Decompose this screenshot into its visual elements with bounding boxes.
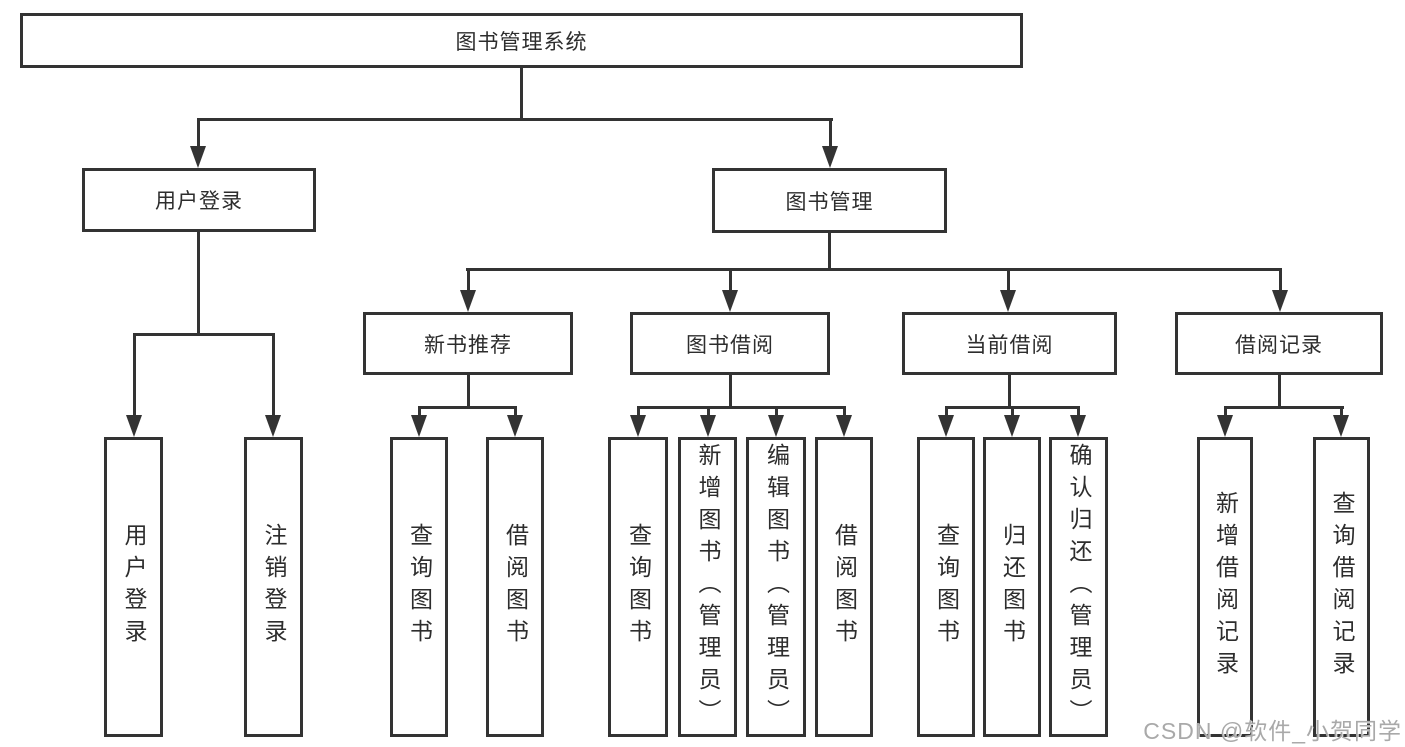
leaf-add-book-admin: 新增图书（管理员） bbox=[678, 437, 737, 737]
connector-group4-stem bbox=[1278, 373, 1281, 409]
arrow-to-current-borrow bbox=[1000, 270, 1016, 312]
node-root: 图书管理系统 bbox=[20, 13, 1023, 68]
connector-user-login-stem bbox=[197, 230, 200, 336]
leaf-confirm-return-admin-label: 确认归还（管理员） bbox=[1066, 443, 1092, 731]
leaf-borrow-books-2-label: 借阅图书 bbox=[831, 523, 858, 651]
node-book-management-label: 图书管理 bbox=[785, 190, 874, 214]
arrow-group2-leaf1 bbox=[630, 408, 646, 437]
leaf-edit-book-admin: 编辑图书（管理员） bbox=[746, 437, 806, 737]
leaf-add-borrow-record: 新增借阅记录 bbox=[1197, 437, 1253, 737]
leaf-confirm-return-admin: 确认归还（管理员） bbox=[1049, 437, 1108, 737]
connector-group3-rail bbox=[945, 406, 1080, 409]
leaf-edit-book-admin-label: 编辑图书（管理员） bbox=[763, 443, 790, 731]
connector-group3-stem bbox=[1008, 373, 1011, 409]
leaf-query-books-1-label: 查询图书 bbox=[406, 523, 433, 651]
connector-level2-rail bbox=[197, 118, 833, 121]
connector-group1-stem bbox=[467, 373, 470, 409]
arrow-group3-leaf2 bbox=[1004, 408, 1020, 437]
leaf-query-books-2: 查询图书 bbox=[608, 437, 668, 737]
leaf-borrow-books-1: 借阅图书 bbox=[486, 437, 544, 737]
connector-group1-rail bbox=[418, 406, 517, 409]
leaf-query-borrow-record: 查询借阅记录 bbox=[1313, 437, 1370, 737]
node-user-login-label: 用户登录 bbox=[155, 190, 243, 213]
leaf-return-books-label: 归还图书 bbox=[999, 523, 1026, 651]
leaf-query-books-2-label: 查询图书 bbox=[625, 523, 652, 651]
node-book-management: 图书管理 bbox=[712, 168, 947, 233]
arrow-to-book-management bbox=[822, 119, 838, 168]
node-current-borrow: 当前借阅 bbox=[902, 312, 1117, 375]
arrow-group3-leaf1 bbox=[938, 408, 954, 437]
arrow-to-leaf-user-login bbox=[126, 335, 142, 437]
connector-group2-stem bbox=[729, 373, 732, 409]
arrow-group3-leaf3 bbox=[1070, 408, 1086, 437]
node-root-label: 图书管理系统 bbox=[455, 30, 588, 54]
watermark: CSDN @软件_小贺同学 bbox=[1143, 718, 1402, 744]
leaf-query-books-3-label: 查询图书 bbox=[933, 523, 960, 651]
leaf-query-books-1: 查询图书 bbox=[390, 437, 448, 737]
arrow-to-book-borrow bbox=[722, 270, 738, 312]
leaf-logout: 注销登录 bbox=[244, 437, 303, 737]
node-book-borrow: 图书借阅 bbox=[630, 312, 830, 375]
arrow-to-leaf-logout bbox=[265, 335, 281, 437]
node-borrow-records-label: 借阅记录 bbox=[1235, 333, 1323, 357]
node-borrow-records: 借阅记录 bbox=[1175, 312, 1383, 375]
arrow-to-borrow-records bbox=[1272, 270, 1288, 312]
arrow-to-new-book-recommend bbox=[460, 270, 476, 312]
node-book-borrow-label: 图书借阅 bbox=[686, 333, 774, 357]
leaf-query-books-3: 查询图书 bbox=[917, 437, 975, 737]
leaf-borrow-books-2: 借阅图书 bbox=[815, 437, 873, 737]
node-new-book-recommend: 新书推荐 bbox=[363, 312, 573, 375]
connector-root-stem bbox=[520, 66, 523, 121]
connector-group2-rail bbox=[637, 406, 846, 409]
arrow-group2-leaf4 bbox=[836, 408, 852, 437]
connector-level3-rail bbox=[466, 268, 1282, 271]
arrow-group4-leaf2 bbox=[1333, 408, 1349, 437]
node-current-borrow-label: 当前借阅 bbox=[965, 333, 1054, 357]
connector-group4-rail bbox=[1224, 406, 1344, 409]
leaf-add-borrow-record-label: 新增借阅记录 bbox=[1212, 491, 1239, 683]
arrow-group1-leaf2 bbox=[507, 408, 523, 437]
leaf-query-borrow-record-label: 查询借阅记录 bbox=[1329, 491, 1355, 683]
arrow-group2-leaf3 bbox=[768, 408, 784, 437]
leaf-add-book-admin-label: 新增图书（管理员） bbox=[695, 443, 721, 731]
arrow-to-user-login bbox=[190, 119, 206, 168]
leaf-logout-label: 注销登录 bbox=[261, 523, 287, 651]
connector-book-management-stem bbox=[828, 232, 831, 270]
node-new-book-recommend-label: 新书推荐 bbox=[424, 333, 512, 357]
leaf-borrow-books-1-label: 借阅图书 bbox=[502, 523, 529, 651]
leaf-user-login-label: 用户登录 bbox=[121, 523, 147, 651]
leaf-user-login: 用户登录 bbox=[104, 437, 163, 737]
arrow-group2-leaf2 bbox=[700, 408, 716, 437]
leaf-return-books: 归还图书 bbox=[983, 437, 1041, 737]
arrow-group1-leaf1 bbox=[411, 408, 427, 437]
connector-user-login-rail bbox=[133, 333, 275, 336]
arrow-group4-leaf1 bbox=[1217, 408, 1233, 437]
node-user-login: 用户登录 bbox=[82, 168, 316, 232]
